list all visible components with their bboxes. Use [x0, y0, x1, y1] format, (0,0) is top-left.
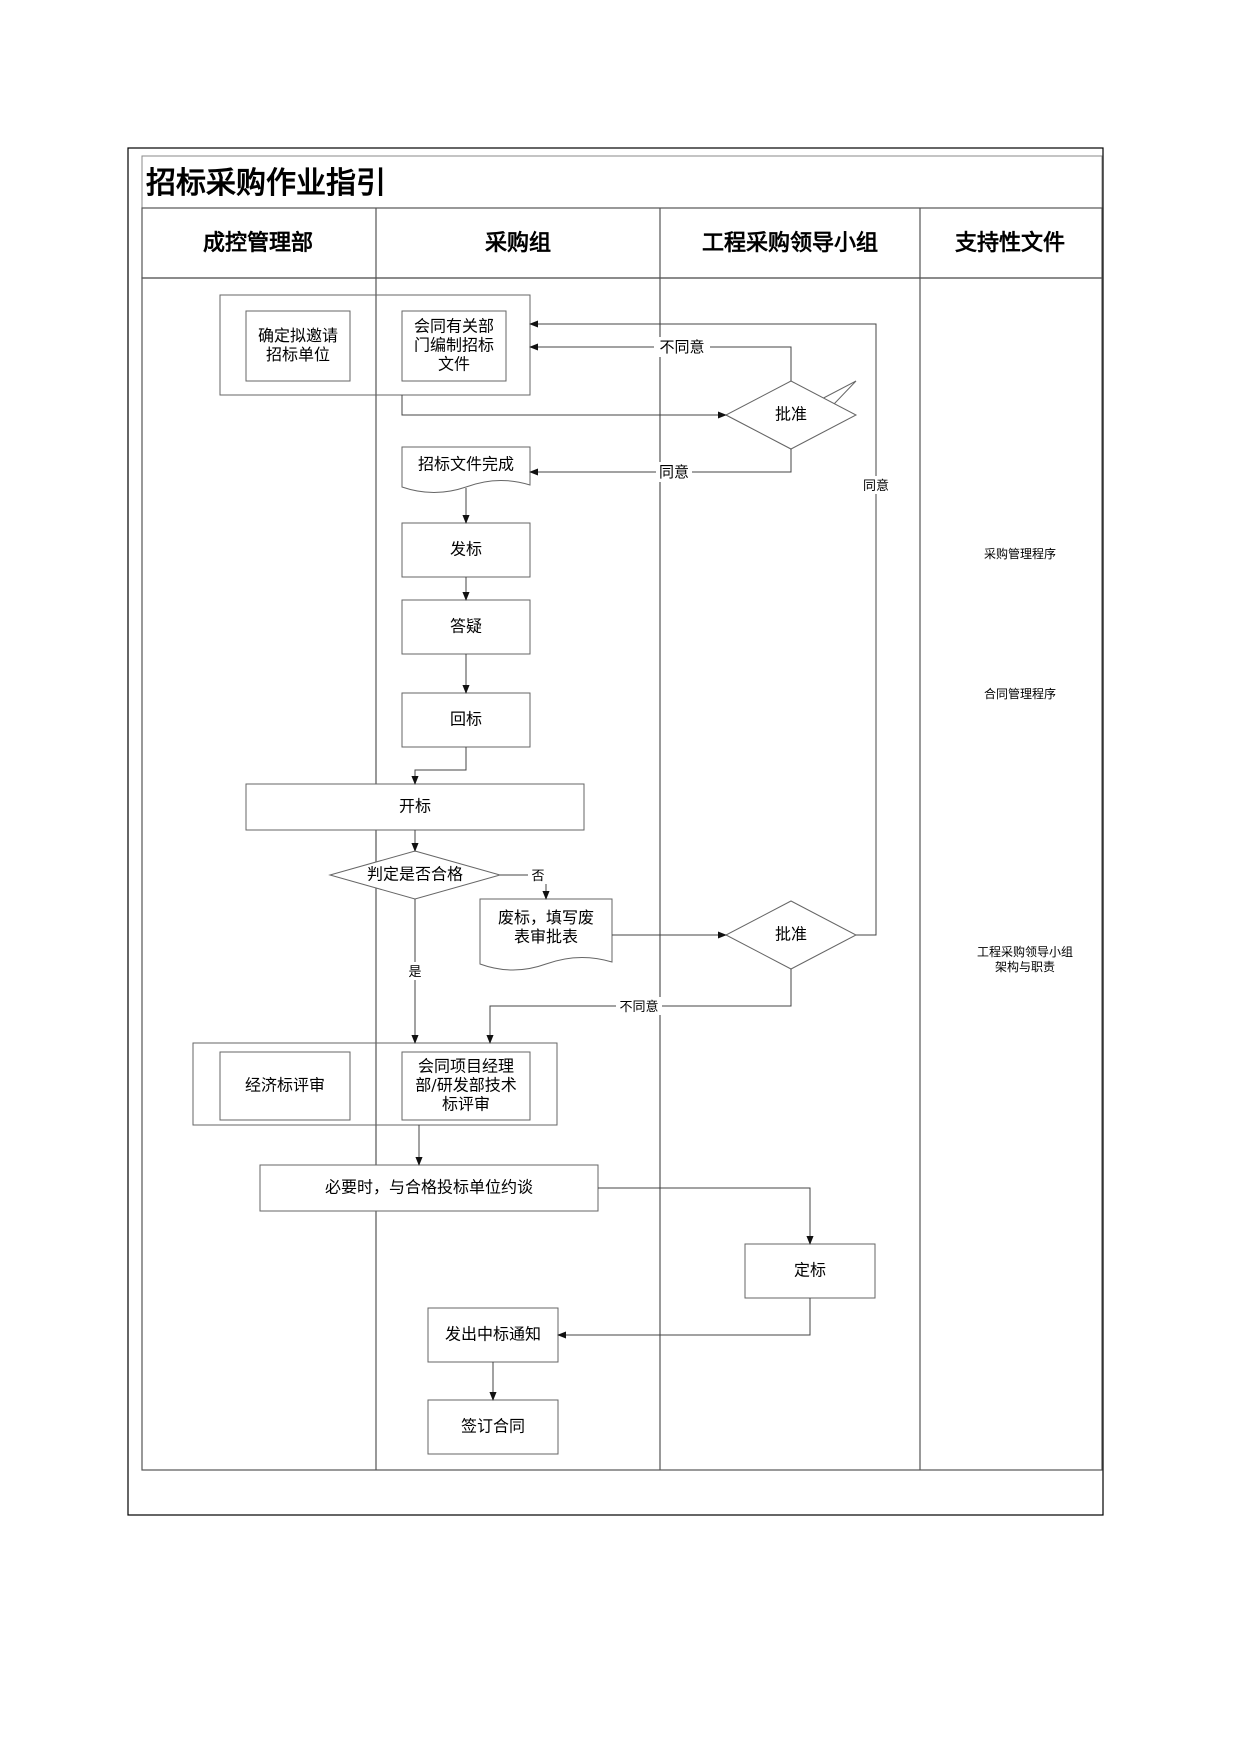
node-technical-review: 会同项目经理部/研发部技术标评审 [401, 1051, 531, 1121]
svg-text:必要时，与合格投标单位约谈: 必要时，与合格投标单位约谈 [325, 1178, 533, 1197]
svg-text:经济标评审: 经济标评审 [245, 1076, 325, 1095]
edge-approve1-disagree [529, 343, 792, 381]
node-issue-tender: 发标 [401, 522, 531, 578]
svg-text:同意: 同意 [863, 478, 889, 494]
node-qualification-check: 判定是否合格 [328, 850, 502, 900]
edge-approve2-agree [529, 320, 877, 936]
svg-text:批准: 批准 [775, 925, 807, 944]
node-award: 定标 [744, 1243, 876, 1299]
outer-frame [127, 147, 1104, 1516]
svg-text:招标文件完成: 招标文件完成 [418, 455, 514, 474]
svg-text:回标: 回标 [450, 710, 482, 729]
lane-header-leadership: 工程采购领导小组 [702, 230, 878, 256]
edge-label-agree-2: 同意 [860, 476, 892, 494]
node-confirm-invitees: 确定拟邀请招标单位 [245, 310, 351, 382]
svg-text:发标: 发标 [450, 540, 482, 559]
node-approve-2: 批准 [724, 900, 858, 970]
edge-approve1-agree [529, 449, 792, 476]
edge-label-no: 否 [528, 866, 548, 884]
svg-text:不同意: 不同意 [659, 338, 704, 356]
edge-return-to-open [411, 747, 467, 785]
node-interview-bidders: 必要时，与合格投标单位约谈 [259, 1164, 599, 1212]
node-bid-opening: 开标 [245, 783, 585, 831]
svg-text:定标: 定标 [794, 1261, 826, 1280]
lane-header-documents: 支持性文件 [955, 230, 1065, 256]
doc-leadership-structure: 工程采购领导小组架构与职责 [977, 944, 1073, 974]
svg-text:签订合同: 签订合同 [461, 1417, 525, 1436]
group-frame-review [192, 1042, 558, 1126]
svg-text:会同有关部门编制招标文件: 会同有关部门编制招标文件 [414, 317, 494, 374]
page-title: 招标采购作业指引 [146, 166, 386, 201]
edge-label-disagree-2: 不同意 [616, 997, 662, 1015]
edge-award-to-notice [557, 1298, 811, 1339]
svg-text:确定拟邀请招标单位: 确定拟邀请招标单位 [258, 326, 338, 364]
node-economic-review: 经济标评审 [219, 1051, 351, 1121]
node-draft-tender-docs: 会同有关部门编制招标文件 [401, 310, 507, 382]
edge-label-yes: 是 [406, 962, 424, 980]
doc-procurement-procedure: 采购管理程序 [984, 546, 1056, 561]
svg-text:会同项目经理部/研发部技术标评审: 会同项目经理部/研发部技术标评审 [415, 1057, 516, 1114]
edges [401, 320, 877, 1401]
svg-text:答疑: 答疑 [450, 617, 482, 636]
svg-text:是: 是 [408, 965, 421, 980]
svg-text:不同意: 不同意 [619, 999, 658, 1015]
lane-header-procurement: 采购组 [485, 230, 551, 256]
edge-draft-to-approve1 [401, 395, 727, 419]
svg-text:同意: 同意 [659, 463, 689, 481]
edge-label-agree-1: 同意 [656, 462, 692, 482]
node-return-bids: 回标 [401, 692, 531, 748]
lane-header-cost-control: 成控管理部 [203, 230, 313, 256]
lane-body [141, 277, 1103, 1471]
node-sign-contract: 签订合同 [427, 1399, 559, 1455]
node-tender-docs-done: 招标文件完成 [401, 446, 531, 493]
svg-text:批准: 批准 [775, 405, 807, 424]
edge-interview-to-award [598, 1187, 814, 1245]
svg-text:发出中标通知: 发出中标通知 [445, 1325, 541, 1344]
node-void-bid: 废标，填写废表审批表 [479, 898, 613, 971]
svg-text:开标: 开标 [399, 797, 431, 816]
doc-contract-procedure: 合同管理程序 [984, 686, 1056, 701]
node-award-notice: 发出中标通知 [427, 1307, 559, 1363]
node-q-and-a: 答疑 [401, 599, 531, 655]
node-approve-1: 批准 [724, 380, 858, 450]
svg-text:否: 否 [531, 869, 544, 884]
svg-text:判定是否合格: 判定是否合格 [367, 865, 463, 884]
svg-text:废标，填写废表审批表: 废标，填写废表审批表 [498, 908, 594, 946]
edge-label-disagree-1: 不同意 [654, 337, 710, 357]
